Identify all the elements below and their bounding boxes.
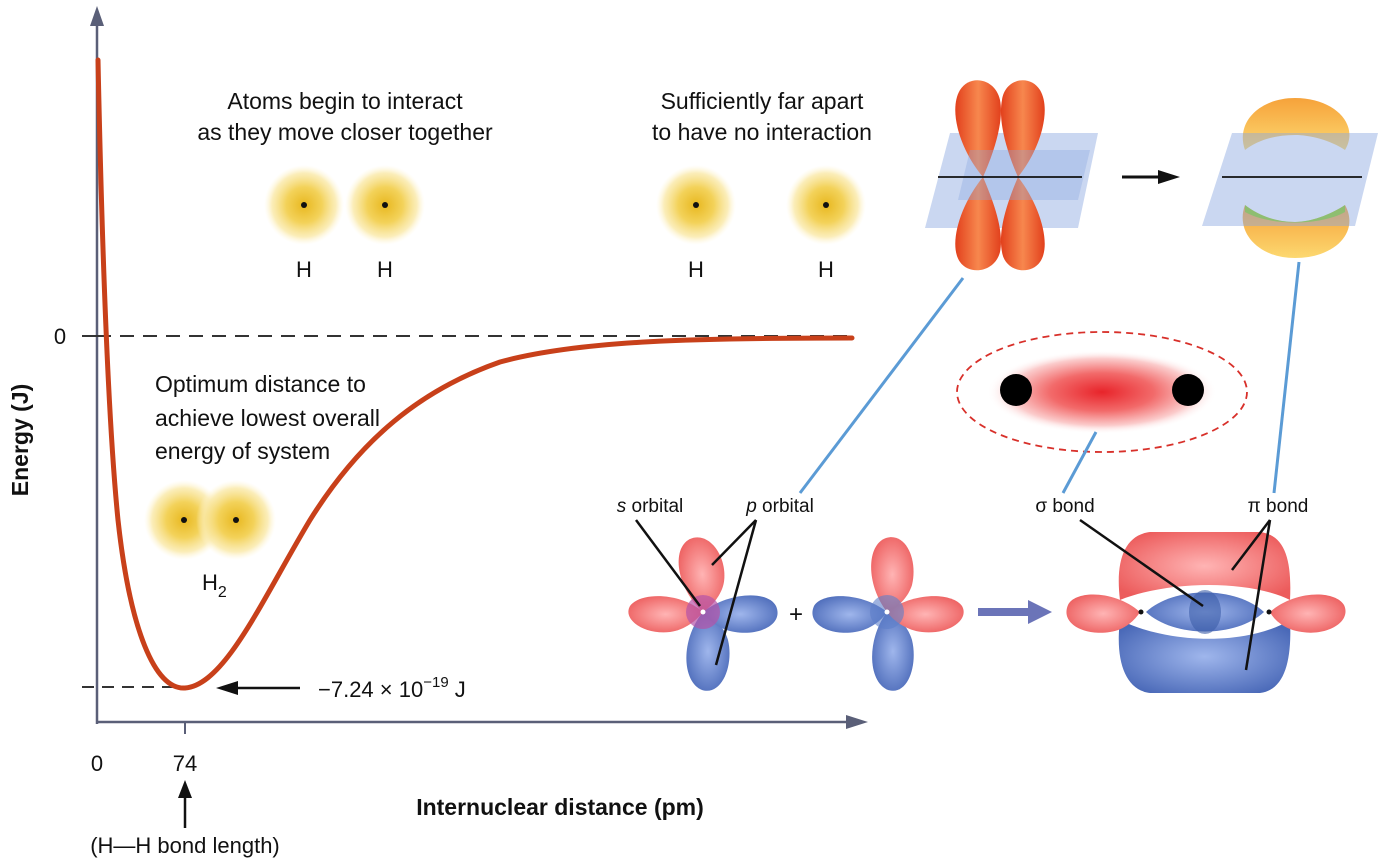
nucleus xyxy=(823,202,829,208)
nucleus xyxy=(233,517,239,523)
optimum-line1: Optimum distance to xyxy=(155,371,366,397)
x-bond-length-label: 74 xyxy=(173,751,197,776)
plus-sign: + xyxy=(789,601,803,628)
p-orbital-lobe-blue xyxy=(812,596,887,633)
p-orbital-lobe-red xyxy=(1270,594,1346,633)
s-orbital-pointer xyxy=(634,519,702,607)
nucleus xyxy=(301,202,307,208)
pi-lobe-upper xyxy=(1242,98,1350,150)
p-orbital-lobe-blue xyxy=(872,612,914,691)
x-axis-arrow-icon xyxy=(846,715,868,729)
begin-interact-line1: Atoms begin to interact xyxy=(227,88,463,114)
nucleus xyxy=(382,202,388,208)
y-axis-arrow-icon xyxy=(90,6,104,26)
nucleus xyxy=(181,517,187,523)
nucleus xyxy=(884,609,890,615)
right-orbital-set xyxy=(812,537,964,691)
y-axis xyxy=(90,6,104,724)
pi-bond-lobe-lower xyxy=(1118,620,1291,693)
interacting-atom-pair xyxy=(264,165,425,245)
nucleus xyxy=(1266,609,1272,615)
overlap-region xyxy=(1245,205,1345,223)
bond-length-arrow-icon xyxy=(178,780,192,798)
bonded-molecule xyxy=(1066,532,1346,693)
optimum-line3: energy of system xyxy=(155,438,330,464)
nucleus xyxy=(693,202,699,208)
p-orbital-lobe-red xyxy=(1066,594,1140,633)
atom-h-label: H xyxy=(296,257,312,282)
p-orbital-lobe xyxy=(1000,177,1045,271)
p-orbital-lobe xyxy=(1000,80,1045,177)
nodal-plane-overlay xyxy=(958,150,1090,200)
sigma-bond-label: σ bond xyxy=(1035,496,1094,517)
optimum-line2: achieve lowest overall xyxy=(155,405,380,431)
separated-atom-pair xyxy=(656,165,866,245)
sigma-bond-density xyxy=(956,331,1248,453)
min-energy-label: −7.24 × 10−19 J xyxy=(318,674,466,702)
sigma-electron-density xyxy=(987,350,1217,434)
far-apart-line2: to have no interaction xyxy=(652,119,872,145)
nucleus xyxy=(1138,609,1144,615)
reaction-arrow-icon xyxy=(1028,600,1052,624)
p-orbital-lobe-red xyxy=(628,596,703,633)
s-orbital-label: s orbital xyxy=(617,496,684,517)
p-orbital-lobe xyxy=(955,177,1001,271)
y-zero-label: 0 xyxy=(54,324,66,349)
p-orbital-lobe-red xyxy=(887,596,964,633)
pi-bond-callout xyxy=(1272,261,1301,494)
nucleus xyxy=(1172,374,1204,406)
x-zero-label: 0 xyxy=(91,751,103,776)
begin-interact-line2: as they move closer together xyxy=(197,119,493,145)
far-apart-line1: Sufficiently far apart xyxy=(661,88,864,114)
h2-molecule xyxy=(144,480,276,560)
atom-h-label: H xyxy=(377,257,393,282)
atom-h-label: H xyxy=(688,257,704,282)
nodal-plane xyxy=(1202,133,1378,226)
parallel-p-orbitals xyxy=(925,80,1098,271)
p-orbital-pointer xyxy=(714,519,758,666)
p-orbital-callout xyxy=(798,277,965,494)
formation-arrow-icon xyxy=(1158,170,1180,184)
p-orbital-lobe-red xyxy=(871,537,914,612)
nucleus xyxy=(1000,374,1032,406)
x-axis-label: Internuclear distance (pm) xyxy=(416,794,704,820)
p-orbital-lobe-blue xyxy=(703,595,778,633)
sigma-bond-boundary xyxy=(956,331,1248,453)
pi-bond-overlap xyxy=(1202,98,1378,258)
sigma-bond-core xyxy=(1189,590,1221,634)
left-orbital-set xyxy=(628,537,778,691)
bond-length-note: (H—H bond length) xyxy=(90,833,280,858)
sigma-bond-pointer xyxy=(1079,518,1204,608)
atom-h-label: H xyxy=(818,257,834,282)
p-orbital-label: p orbital xyxy=(745,496,814,517)
p-orbital-pointer xyxy=(711,519,757,566)
pi-bond-pointer xyxy=(1231,519,1271,571)
p-orbital-lobe xyxy=(955,80,1001,177)
pi-bond-pointer xyxy=(1244,519,1272,671)
potential-energy-curve xyxy=(95,57,855,691)
min-energy-arrow-icon xyxy=(216,681,238,695)
sigma-bond-callout xyxy=(1061,431,1098,494)
nucleus xyxy=(700,609,706,615)
y-axis-label: Energy (J) xyxy=(7,384,33,496)
h2-label: H2 xyxy=(202,570,227,601)
x-axis xyxy=(97,715,868,729)
p-orbital-lobe-blue xyxy=(686,612,730,691)
pi-bond-label: π bond xyxy=(1248,496,1309,517)
